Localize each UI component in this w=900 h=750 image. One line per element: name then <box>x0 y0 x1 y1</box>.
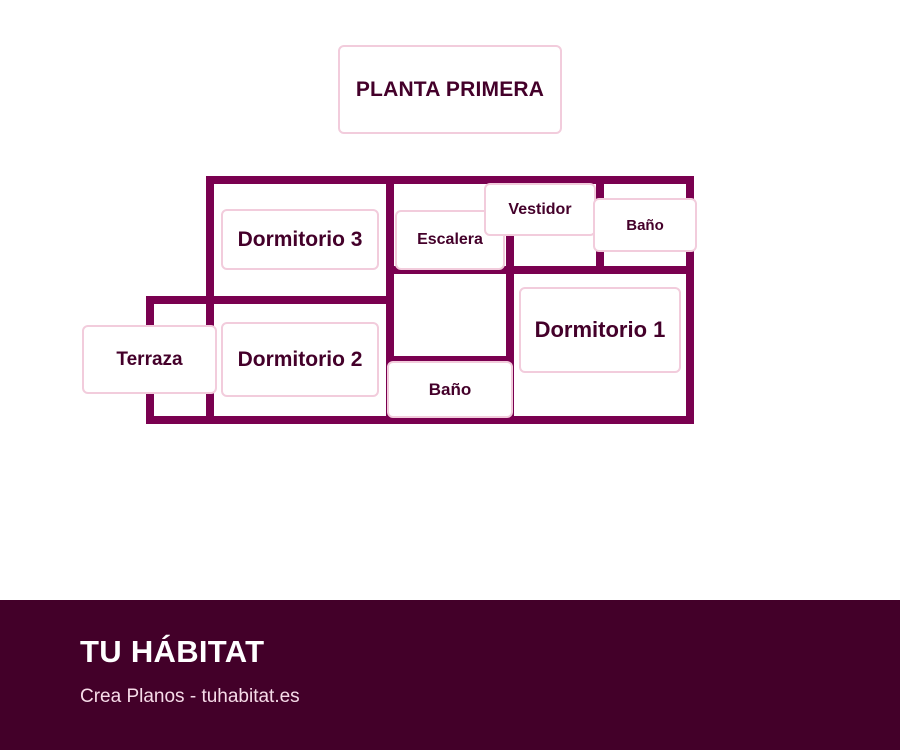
wall-outer-upper <box>146 176 694 424</box>
footer: TU HÁBITAT Crea Planos - tuhabitat.es <box>0 600 900 750</box>
floor-title: PLANTA PRIMERA <box>338 45 562 134</box>
room-label-terraza: Terraza <box>82 325 217 394</box>
footer-subtitle: Crea Planos - tuhabitat.es <box>80 686 300 707</box>
room-label-bano-lower: Baño <box>387 361 513 418</box>
room-label-bano-upper: Baño <box>593 198 697 252</box>
floor-plan <box>146 176 694 424</box>
footer-brand: TU HÁBITAT <box>80 634 265 669</box>
room-label-dormitorio-2: Dormitorio 2 <box>221 322 379 397</box>
room-label-dormitorio-1: Dormitorio 1 <box>519 287 681 373</box>
room-label-vestidor: Vestidor <box>484 183 596 236</box>
room-label-dormitorio-3: Dormitorio 3 <box>221 209 379 270</box>
